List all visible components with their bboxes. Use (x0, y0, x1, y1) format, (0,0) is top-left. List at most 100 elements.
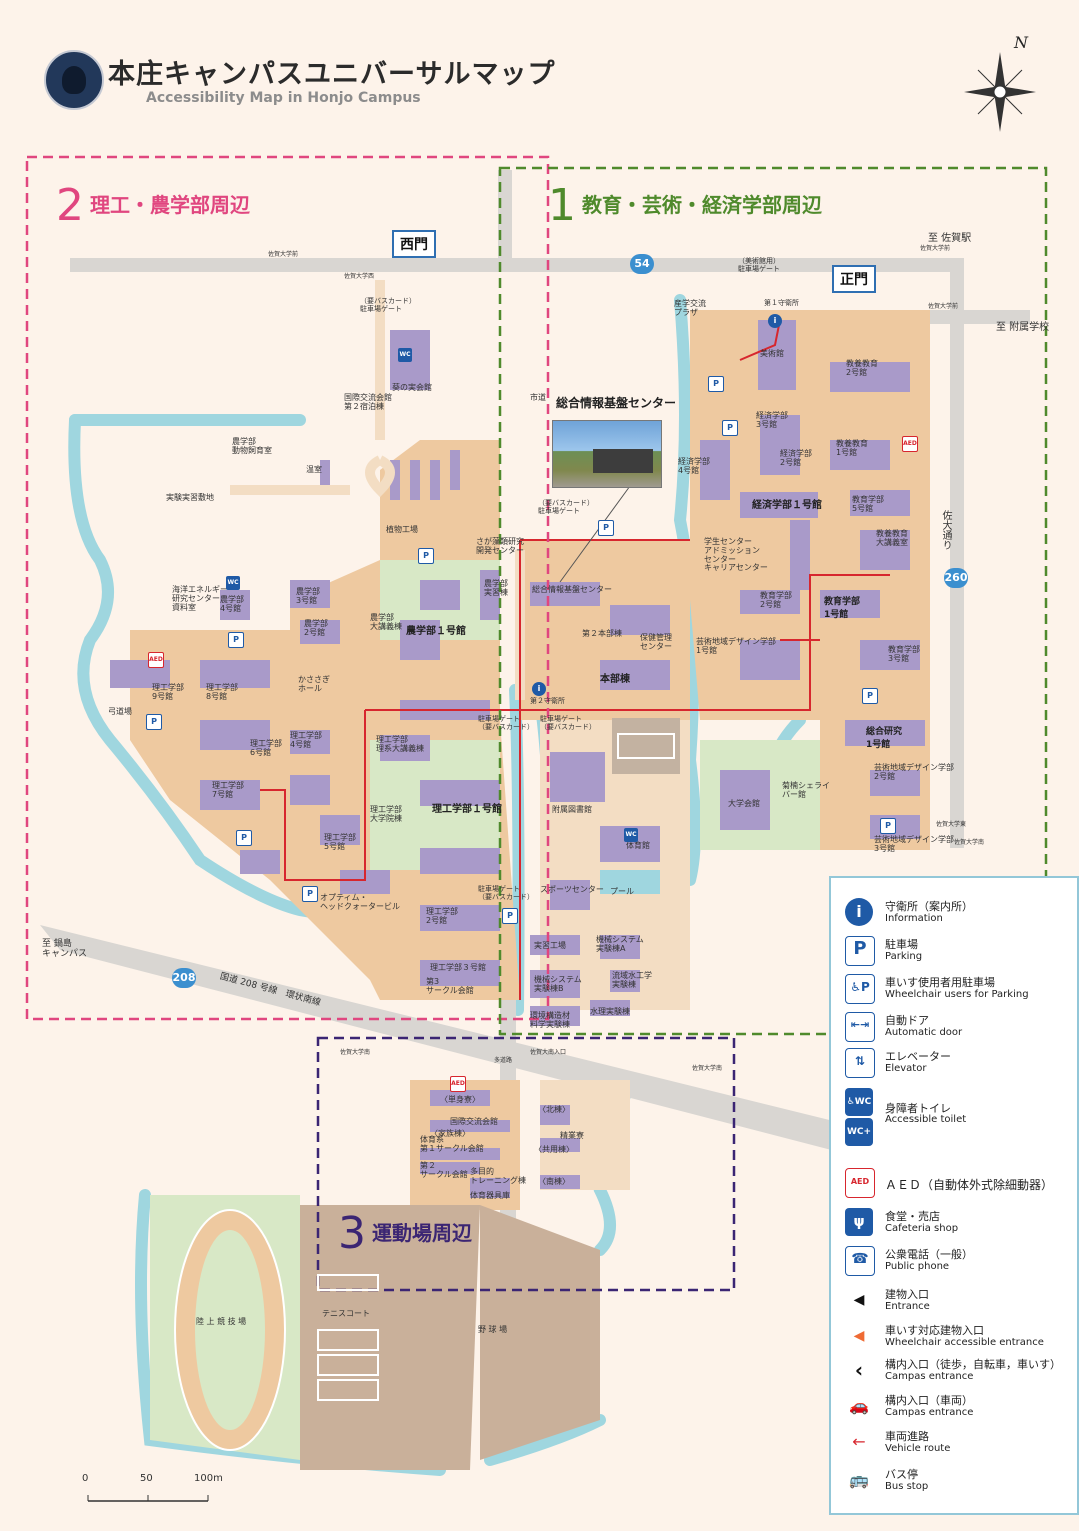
legend-en: Campas entrance (885, 1371, 974, 1382)
legend-ja: バス停 (885, 1468, 918, 1481)
building-label: 農学部 3号館 (296, 587, 320, 605)
roads (40, 170, 1030, 1220)
scale-tick-50: 50 (140, 1473, 153, 1484)
building-label: 理工学部 7号館 (212, 781, 244, 799)
to-saga-station: 至 佐賀駅 (928, 233, 972, 244)
legend-ja: 駐車場 (885, 938, 918, 951)
cafeteria-icon: ψ (845, 1208, 873, 1236)
guard-post-2-label: 第２守衛所 (530, 697, 565, 705)
building-label: テニスコート (322, 1309, 370, 1318)
building-label: 教育学部 5号館 (852, 495, 884, 513)
parking-icon[interactable]: P (418, 548, 434, 564)
building-label: スポーツセンター (540, 885, 604, 894)
bus-stop-label: 佐賀大学前 (268, 251, 299, 258)
legend-ja: 構内入口（徒歩，自転車，車いす） (885, 1358, 1061, 1371)
accessible-toilet-ostomate-icon: WC+ (845, 1118, 873, 1146)
to-nabeshima: 至 鍋島 キャンパス (42, 939, 88, 959)
building-label: 美術館 (760, 349, 784, 358)
bus-stop-icon: 🚌 (849, 1470, 869, 1489)
building-label: 第２ サークル会館 (420, 1161, 468, 1179)
legend-ja: 構内入口（車両） (885, 1394, 973, 1407)
building-label: 農学部 大講義棟 (370, 613, 402, 631)
building-label: 理工学部１号館 (432, 804, 502, 815)
accessible-toilet-icon: ♿WC (845, 1088, 873, 1116)
building-label: 芸術地域デザイン学部 3号館 (874, 835, 954, 853)
parking-gate-label: 駐車場ゲート （要バスカード） (478, 715, 534, 731)
building-label: 理工学部 5号館 (324, 833, 356, 851)
main-gate[interactable]: 正門 (832, 265, 876, 293)
building-label: 農学部 動物飼育室 (232, 437, 272, 455)
building-label: 教養教育 大講義室 (876, 529, 908, 547)
building-label: 理工学部 8号館 (206, 683, 238, 701)
aed-icon: AED (902, 436, 918, 452)
parking-icon[interactable]: P (146, 714, 162, 730)
vehicle-route (260, 319, 890, 1000)
parking-icon[interactable]: P (228, 632, 244, 648)
parking-icon[interactable]: P (502, 908, 518, 924)
map-subtitle: Accessibility Map in Honjo Campus (146, 90, 421, 106)
legend-en: Campas entrance (885, 1407, 974, 1418)
building-label: 附属図書館 (552, 805, 592, 814)
car-entrance-icon: 🚗 (849, 1396, 869, 1415)
building-label: 機械システム 実験棟B (534, 975, 582, 993)
building-label: 保健管理 センター (640, 633, 672, 651)
building-label: 教育学部 3号館 (888, 645, 920, 663)
building-label: 農学部 実習棟 (484, 579, 508, 597)
building-label: 第２本部棟 (582, 629, 622, 638)
building-label: 経済学部１号館 (752, 500, 822, 511)
parking-icon[interactable]: P (708, 376, 724, 392)
building-label: 弓道場 (108, 707, 132, 716)
building-label: 〈北棟〉 (538, 1105, 570, 1114)
legend-en: Entrance (885, 1301, 930, 1312)
parking-icon: P (845, 936, 875, 966)
parking-icon[interactable]: P (302, 886, 318, 902)
building-label: 農学部 2号館 (304, 619, 328, 637)
legend-ja: エレベーター (885, 1050, 951, 1063)
info-icon[interactable]: i (532, 682, 546, 696)
legend-ja: 守衛所（案内所） (885, 900, 973, 913)
information-center-photo (552, 420, 662, 488)
building-label: 総合情報基盤センター (532, 585, 612, 594)
legend-ja: 車両進路 (885, 1430, 929, 1443)
building-label: 〈南棟〉 (538, 1177, 570, 1186)
info-icon[interactable]: i (768, 314, 782, 328)
building-label: 理工学部 理系大講義棟 (376, 735, 424, 753)
bus-stop-label: 佐賀大学前 (928, 303, 959, 310)
legend-en: Information (885, 913, 943, 924)
parking-gate-label: （要バスカード） 駐車場ゲート (538, 499, 594, 515)
building-label: 学生センター アドミッション センター キャリアセンター (704, 537, 768, 573)
building-label: 〈家族棟〉 (430, 1129, 470, 1138)
automatic-door-icon: ⇤⇥ (845, 1012, 875, 1042)
parking-icon[interactable]: P (862, 688, 878, 704)
building-label: 菊楠シェライ バー館 (782, 781, 830, 799)
public-phone-icon: ☎ (845, 1246, 875, 1276)
vehicle-route-icon: ← (852, 1432, 866, 1451)
map-title: 本庄キャンパスユニバーサルマップ (108, 59, 556, 90)
photo-caption: 総合情報基盤センター (556, 396, 677, 410)
parking-icon[interactable]: P (598, 520, 614, 536)
building-label: 大学会館 (728, 799, 760, 808)
aed-icon: AED (148, 652, 164, 668)
building-label: 教育学部 1号館 (824, 597, 861, 620)
building-label: 体育館 (626, 841, 650, 850)
west-gate-parking-label: （要バスカード） 駐車場ゲート (360, 297, 416, 313)
building-label: 農学部 4号館 (220, 595, 244, 613)
parking-icon[interactable]: P (880, 818, 896, 834)
accessible-toilet-icon: WC (398, 348, 412, 362)
to-fuzoku: 至 附属学校 (996, 322, 1050, 333)
parking-icon[interactable]: P (236, 830, 252, 846)
legend-ja: 車いす使用者用駐車場 (885, 976, 995, 989)
scale-tick-100: 100m (194, 1473, 223, 1484)
parking-icon[interactable]: P (722, 420, 738, 436)
west-gate[interactable]: 西門 (392, 230, 436, 258)
building-label: 経済学部 4号館 (678, 457, 710, 475)
building-label: 芸術地域デザイン学部 2号館 (874, 763, 954, 781)
legend-ja: ＡＥＤ（自動体外式除細動器） (885, 1178, 1054, 1192)
bus-stop-label: 佐賀大学南 (954, 839, 985, 846)
legend-en: Parking (885, 951, 923, 962)
compass-icon: N (964, 33, 1036, 132)
bus-stop-label: 佐賀大学南 (340, 1049, 371, 1056)
building-label: 流域水工学 実験棟 (612, 971, 652, 989)
